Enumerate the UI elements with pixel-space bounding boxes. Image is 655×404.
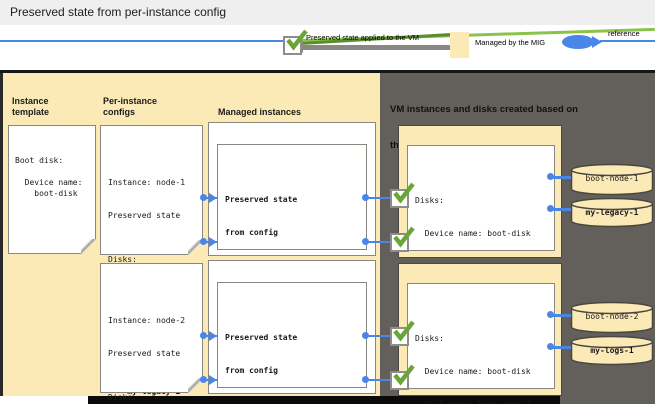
connector-line [551,314,571,317]
connector-line [366,197,392,199]
disk-cylinder-my-logs-1: my-logs-1 [570,335,654,366]
connector-dot [200,376,207,383]
cylinder-icon [570,301,654,334]
legend-reference-label: reference [608,29,640,38]
folded-corner-icon [81,239,96,254]
preserved-state-box: Preserved state from config Disks: Devic… [217,282,367,388]
cylinder-icon [570,163,654,196]
blue-arrowhead-icon [209,193,217,203]
applied-checkbox [390,320,415,346]
vm-card-node-2: node-2 Disks: Device name: boot-disk Dis… [398,263,562,404]
checkmark-icon [286,29,308,51]
connector-dot [200,194,207,201]
blue-arrowhead-icon [209,375,217,385]
checkmark-icon [393,226,415,248]
connector-line [551,208,571,211]
checkmark-icon [393,364,415,386]
connector-dot [547,205,554,212]
column-header-instance-template: Instance template [12,96,50,117]
legend-blue-line-right [600,40,655,42]
applied-checkbox [390,226,415,252]
checkmark-icon [393,320,415,342]
legend-mig-label: Managed by the MIG [475,38,546,47]
per-instance-config-note-2: Instance: node-2 Preserved state Disks: … [100,263,203,402]
instance-template-note: Boot disk: Device name: boot-disk [8,125,96,254]
blue-arrowhead-icon [209,237,217,247]
cylinder-icon [570,197,654,228]
connector-dot [200,238,207,245]
instance-template-content: Boot disk: Device name: boot-disk [15,156,83,198]
bottom-border-bar [88,396,560,404]
diagram-top-border [0,70,655,73]
disk-label: my-legacy-1 [585,208,639,217]
applied-checkbox [390,182,415,208]
preserved-state-box: Preserved state from config Disks: Devic… [217,144,367,391]
connector-dot [362,376,369,383]
disk-label: my-logs-1 [590,346,634,355]
legend-checkbox [283,29,308,55]
managed-instance-card-1: Instance: node-1 Preserved state from co… [208,122,376,391]
vm-card-node-1: node-1 Disks: Device name: boot-disk Dis… [398,125,562,392]
managed-instance-card-2: Instance: node-2 Preserved state from co… [208,260,376,394]
connector-dot [362,238,369,245]
connector-dot [200,332,207,339]
vm-detail-box: Disks: Device name: boot-disk Disk name:… [407,283,555,404]
disk-cylinder-my-legacy-1: my-legacy-1 [570,197,654,228]
legend-reference-pill [562,35,594,49]
connector-dot [547,343,554,350]
title-bar: Preserved state from per-instance config [0,0,655,25]
legend-blue-line-left [0,40,284,42]
connector-dot [547,311,554,318]
applied-checkbox [390,364,415,390]
disk-cylinder-boot-node-1: boot-node-1 [570,163,654,196]
connector-line [551,346,571,349]
connector-dot [362,332,369,339]
folded-corner-icon [188,240,203,255]
blue-arrowhead-icon [592,36,602,48]
checkmark-icon [393,182,415,204]
disk-label: boot-node-2 [585,312,639,321]
folded-corner-icon [188,378,203,393]
blue-arrowhead-icon [209,331,217,341]
connector-dot [547,173,554,180]
connector-line [366,379,392,381]
legend-applied-label: Preserved state applied to the VM [306,33,419,42]
legend-cream-swatch [450,32,469,58]
disk-cylinder-boot-node-2: boot-node-2 [570,301,654,334]
vm-detail-box: Disks: Device name: boot-disk Disk name:… [407,145,555,392]
connector-line [366,335,392,337]
gray-arrow-shaft [302,45,452,50]
page-title: Preserved state from per-instance config [10,5,227,19]
disk-label: boot-node-1 [585,174,639,183]
connector-line [366,241,392,243]
column-header-per-instance-configs: Per-instance configs [103,96,158,117]
per-instance-config-note-1: Instance: node-1 Preserved state Disks: … [100,125,203,396]
cylinder-icon [570,335,654,366]
connector-line [551,176,571,179]
connector-dot [362,194,369,201]
